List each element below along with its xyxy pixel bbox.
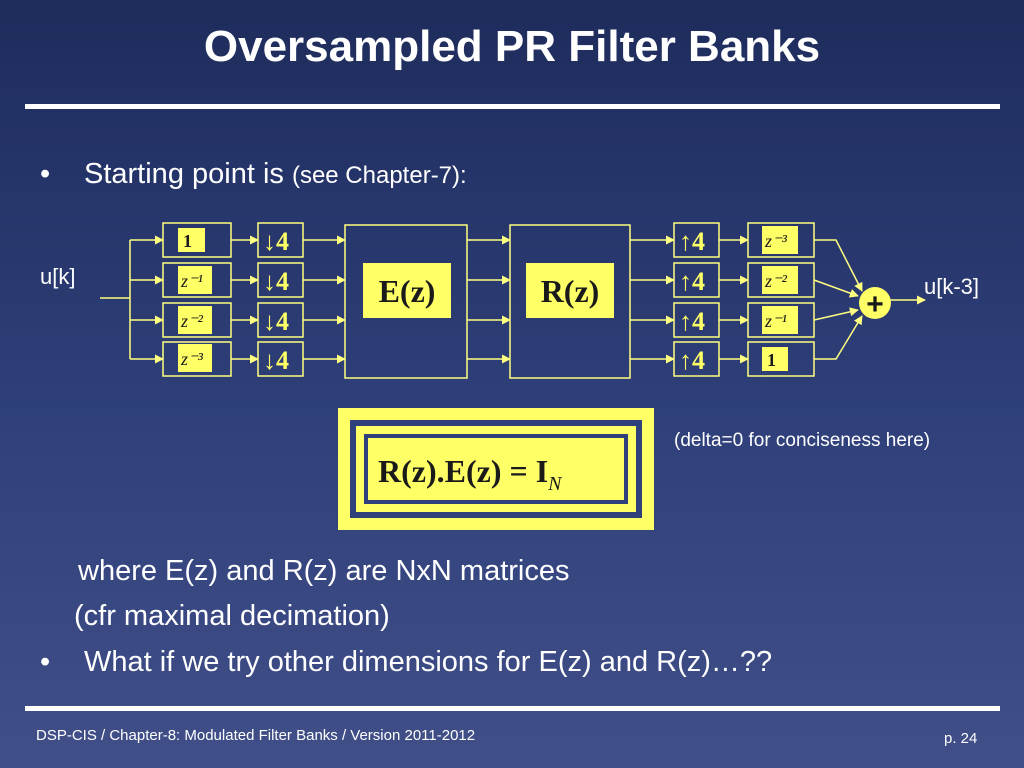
equation-text: R(z).E(z) = IN [378,453,563,495]
bullet-marker: • [40,646,51,678]
text-cfr: (cfr maximal decimation) [74,600,390,632]
delta-note: (delta=0 for conciseness here) [674,430,931,451]
decimator-label: ↓4 [263,346,289,375]
synthesis-delay-label: 1 [767,350,776,370]
adder-symbol: + [866,288,884,321]
analysis-delay-label: z⁻³ [180,349,204,369]
analysis-delay-label: z⁻² [180,311,204,331]
expander-label: ↑4 [679,227,705,256]
input-label: u[k] [40,264,76,289]
bullet-other-dimensions: What if we try other dimensions for E(z)… [84,646,773,678]
footer-course-info: DSP-CIS / Chapter-8: Modulated Filter Ba… [36,727,476,744]
r-matrix-label: R(z) [541,273,600,309]
equation-subscript: N [547,473,563,495]
synthesis-delay-label: z⁻¹ [764,311,787,331]
bullet-starting-point: Starting point is (see Chapter-7): [84,158,467,191]
analysis-delay-label: 1 [183,231,192,251]
synthesis-delay-label: z⁻³ [764,231,788,251]
slide-title: Oversampled PR Filter Banks [203,22,821,71]
synthesis-delay-label: z⁻² [764,271,788,291]
r-matrix-block [509,224,631,379]
e-matrix-block [344,224,468,379]
expander-label: ↑4 [679,307,705,336]
expander-label: ↑4 [679,346,705,375]
output-label: u[k-3] [924,274,980,299]
decimator-label: ↓4 [263,267,289,296]
decimator-label: ↓4 [263,227,289,256]
page-number: p. 24 [944,730,978,747]
bullet-starting-point-main: Starting point is [84,158,284,190]
title-divider [25,104,1000,109]
e-matrix-label: E(z) [379,273,436,309]
footer-divider [25,706,1000,711]
bullet-starting-point-aside: (see Chapter-7): [291,162,467,189]
analysis-delay-label: z⁻¹ [180,271,203,291]
text-matrices: where E(z) and R(z) are NxN matrices [78,555,570,587]
decimator-label: ↓4 [263,307,289,336]
equation-main: R(z).E(z) = I [378,453,548,489]
equation-box [368,438,624,500]
expander-label: ↑4 [679,267,705,296]
bullet-marker: • [40,158,51,190]
